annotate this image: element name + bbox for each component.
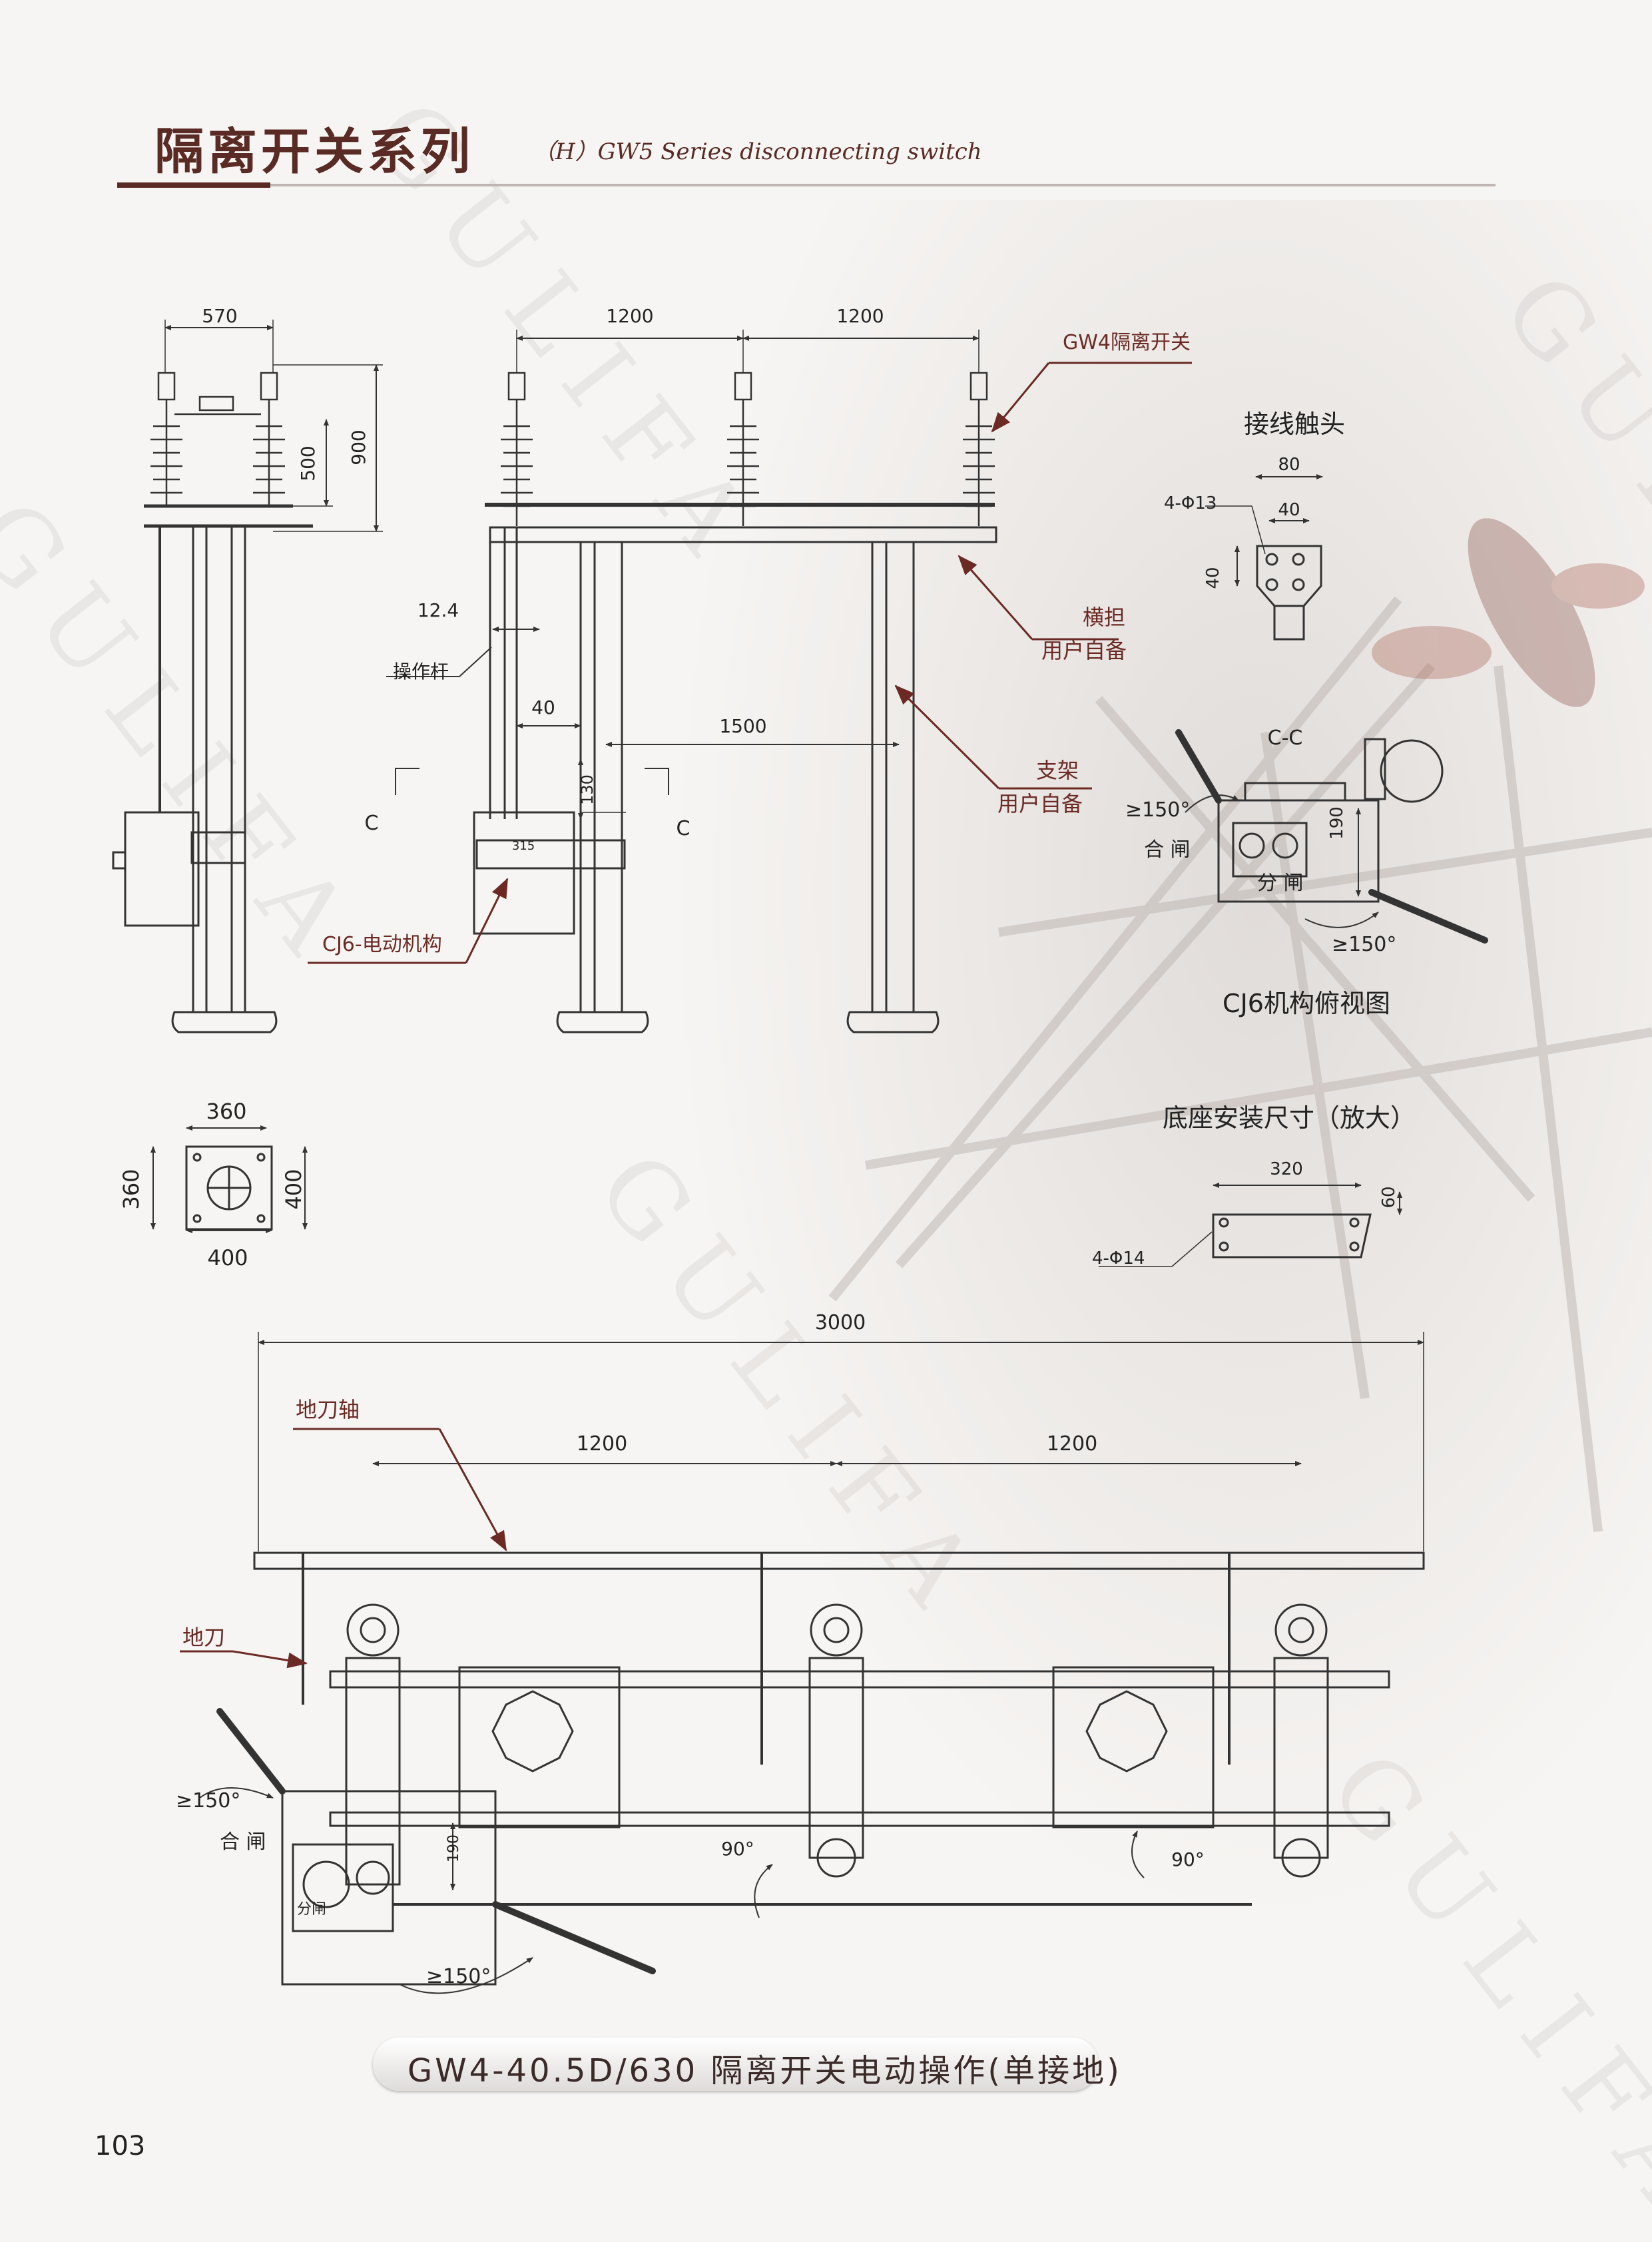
dim-40: 40: [531, 697, 555, 718]
dim-190-top: 190: [1327, 806, 1347, 840]
dim-320: 320: [1270, 1159, 1303, 1179]
label-4-phi14: 4-Φ14: [1092, 1249, 1145, 1268]
dim-1200-left: 1200: [606, 305, 653, 327]
label-crossarm: 横担: [1083, 605, 1125, 630]
page-subtitle: （H）GW5 Series disconnecting switch: [533, 139, 982, 165]
dim-1200-right: 1200: [836, 305, 884, 327]
dim-400-bottom: 400: [207, 1245, 248, 1270]
dim-1500: 1500: [719, 715, 766, 737]
title-rule: [117, 184, 1496, 186]
background-tower: [828, 596, 1652, 1532]
angle-150-top: ≥150°: [1125, 798, 1190, 822]
base-mount-title: 底座安装尺寸（放大）: [1163, 1103, 1416, 1133]
title-rule-accent: [117, 182, 270, 188]
label-gw4-switch: GW4隔离开关: [1063, 331, 1191, 354]
base-plate: [150, 1125, 308, 1233]
dim-190-plan: 190: [445, 1834, 462, 1862]
side-view: [112, 320, 383, 1033]
dim-900: 900: [348, 429, 370, 465]
label-earth-knife: 地刀: [182, 1625, 225, 1650]
background-photo-shade: [666, 200, 1652, 1931]
angle-90-right: 90°: [1171, 1848, 1205, 1870]
drawing-linework: [112, 320, 1488, 1994]
angle-90-left: 90°: [721, 1838, 754, 1860]
dim-130: 130: [578, 774, 597, 805]
dim-60: 60: [1379, 1186, 1399, 1208]
angle-150-bottom: ≥150°: [1332, 933, 1396, 956]
dim-1200-plan-left: 1200: [577, 1432, 627, 1456]
page-number: 103: [95, 2131, 146, 2161]
label-earth-shaft: 地刀轴: [296, 1397, 360, 1422]
label-close-plan: 合 闸: [220, 1830, 266, 1854]
terminal-detail: [1205, 474, 1323, 641]
terminal-title: 接线触头: [1244, 410, 1345, 439]
dim-3000: 3000: [815, 1311, 866, 1334]
label-bracket: 支架: [1036, 758, 1079, 783]
label-crossarm-user: 用户自备: [1041, 638, 1127, 663]
drawing-caption: GW4-40.5D/630 隔离开关电动操作(单接地): [408, 2052, 1122, 2090]
front-view: [395, 330, 997, 1033]
dim-500: 500: [297, 445, 319, 481]
dim-40-top: 40: [1278, 500, 1300, 520]
dim-80: 80: [1278, 455, 1300, 475]
label-close-top: 合 闸: [1144, 838, 1191, 862]
label-cj6-mechanism: CJ6-电动机构: [322, 933, 442, 956]
label-operating-rod: 操作杆: [393, 661, 449, 683]
bottom-plan-view: [199, 1332, 1425, 1994]
section-mark-c-right: C: [677, 817, 690, 840]
dim-360-top: 360: [206, 1099, 246, 1124]
cj6-top-view: [1175, 729, 1488, 944]
background-insulator: [1372, 518, 1645, 707]
cj6-top-view-title: CJ6机构俯视图: [1223, 989, 1390, 1018]
dim-315: 315: [512, 839, 535, 853]
dim-400-side: 400: [281, 1169, 306, 1209]
label-open-top: 分 闸: [1257, 872, 1304, 895]
base-mount-detail: [1099, 1183, 1402, 1267]
section-c-c: C-C: [1268, 726, 1303, 750]
dim-40-side: 40: [1203, 567, 1223, 589]
section-mark-c-left: C: [365, 812, 379, 835]
caption-pill: [373, 2038, 1099, 2091]
label-open-plan: 分闸: [297, 1901, 326, 1918]
page-title: 隔离开关系列: [154, 123, 474, 180]
dim-12-4: 12.4: [417, 599, 459, 621]
dim-360-side: 360: [119, 1169, 144, 1209]
label-bracket-user: 用户自备: [997, 791, 1083, 816]
angle-150-plan-bottom: ≥150°: [426, 1965, 491, 1988]
dim-1200-plan-right: 1200: [1047, 1432, 1097, 1456]
angle-150-plan-top: ≥150°: [176, 1789, 240, 1813]
dim-570: 570: [202, 305, 237, 327]
label-4-phi13: 4-Φ13: [1164, 493, 1217, 513]
